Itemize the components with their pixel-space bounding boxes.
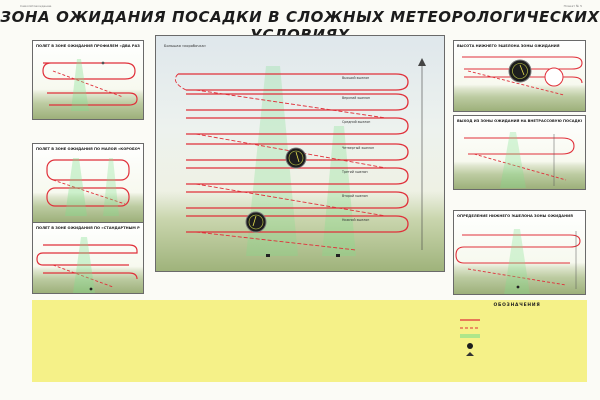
left-panel-3-title: ПОЛЁТ В ЗОНЕ ОЖИДАНИЯ ПО «СТАНДАРТНЫМ РА… bbox=[36, 226, 140, 230]
right-panel-1: ВЫСОТА НИЖНЕГО ЭШЕЛОНА ЗОНЫ ОЖИДАНИЯ bbox=[453, 40, 586, 112]
left-panel-2-title: ПОЛЁТ В ЗОНЕ ОЖИДАНИЯ ПО МАЛОЙ «КОРОБОЧК… bbox=[36, 147, 140, 151]
main-level-label-2: Верхний эшелон bbox=[342, 96, 370, 100]
explanatory-text-block: ОБОЗНАЧЕНИЯ bbox=[32, 300, 587, 382]
left-panel-2: ПОЛЁТ В ЗОНЕ ОЖИДАНИЯ ПО МАЛОЙ «КОРОБОЧК… bbox=[32, 143, 144, 223]
main-level-label-5: Третий эшелон bbox=[342, 170, 368, 174]
left-panel-1: ПОЛЁТ В ЗОНЕ ОЖИДАНИЯ ПРОФИЛЕМ «ДВА РАЗВ… bbox=[32, 40, 144, 120]
main-diagram-graphics bbox=[174, 58, 426, 257]
main-holding-pattern-diagram: Большая «коробочка» bbox=[155, 35, 445, 272]
main-level-label-3: Средний эшелон bbox=[342, 120, 371, 124]
legend-symbols bbox=[460, 319, 480, 356]
main-pattern-label: Большая «коробочка» bbox=[164, 44, 207, 48]
right-panel-2: ВЫХОД ИЗ ЗОНЫ ОЖИДАНИЯ НА ВНЕТРАССОВУЮ П… bbox=[453, 115, 586, 190]
left-panel-3: ПОЛЁТ В ЗОНЕ ОЖИДАНИЯ ПО «СТАНДАРТНЫМ РА… bbox=[32, 222, 144, 294]
left-panel-1-diagram bbox=[42, 59, 138, 111]
text-column-4: ОБОЗНАЧЕНИЯ bbox=[452, 303, 582, 376]
right-panel-1-diagram bbox=[462, 56, 583, 96]
legend-title: ОБОЗНАЧЕНИЯ bbox=[493, 303, 541, 308]
poster-series-label: Самолётовождение bbox=[20, 4, 52, 8]
right-panel-2-diagram bbox=[464, 132, 575, 188]
left-panel-1-title: ПОЛЁТ В ЗОНЕ ОЖИДАНИЯ ПРОФИЛЕМ «ДВА РАЗВ… bbox=[36, 44, 140, 48]
right-panel-2-title: ВЫХОД ИЗ ЗОНЫ ОЖИДАНИЯ НА ВНЕТРАССОВУЮ П… bbox=[457, 119, 582, 123]
main-level-label-7: Нижний эшелон bbox=[342, 218, 370, 222]
right-panel-1-title: ВЫСОТА НИЖНЕГО ЭШЕЛОНА ЗОНЫ ОЖИДАНИЯ bbox=[457, 44, 560, 48]
right-panel-3-title: ОПРЕДЕЛЕНИЕ НИЖНЕГО ЭШЕЛОНА ЗОНЫ ОЖИДАНИ… bbox=[457, 214, 573, 218]
poster-number-label: Плакат № 5 bbox=[563, 4, 582, 8]
left-panel-3-diagram bbox=[36, 237, 138, 293]
main-level-label-6: Второй эшелон bbox=[342, 194, 368, 198]
main-level-label-4: Четвертый эшелон bbox=[342, 146, 375, 150]
right-panel-3-diagram bbox=[455, 229, 581, 294]
right-panel-3: ОПРЕДЕЛЕНИЕ НИЖНЕГО ЭШЕЛОНА ЗОНЫ ОЖИДАНИ… bbox=[453, 210, 586, 295]
text-column-1 bbox=[40, 303, 160, 316]
main-level-label-1: Высший эшелон bbox=[342, 76, 370, 80]
left-panel-2-diagram bbox=[46, 158, 130, 216]
